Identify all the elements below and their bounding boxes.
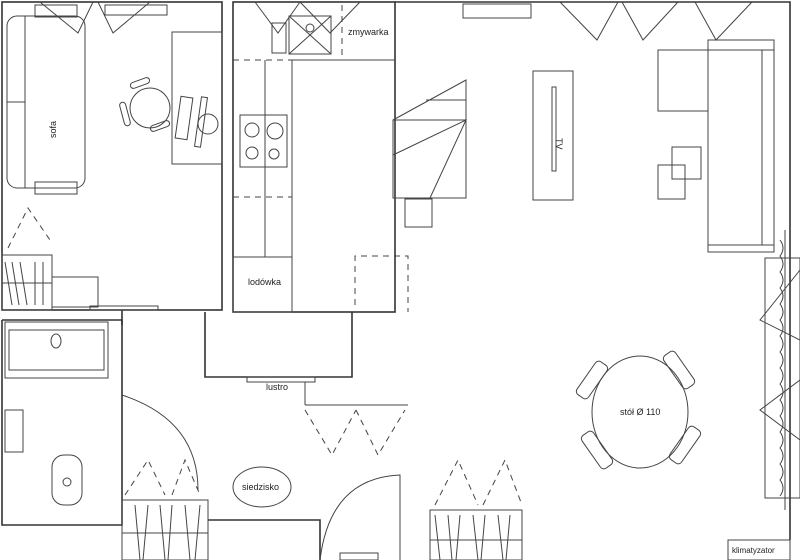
closet-doors — [304, 409, 406, 457]
radiator — [462, 3, 532, 19]
entrance-door — [319, 474, 401, 560]
tv-label: TV — [554, 138, 564, 150]
desk-chair — [119, 77, 171, 132]
mirror — [246, 376, 316, 383]
corner-sofa — [657, 39, 775, 253]
cooktop — [239, 114, 288, 168]
air-conditioner-label: klimatyzator — [732, 546, 775, 555]
tv-stand: TV — [532, 70, 574, 201]
fridge-label: lodówka — [248, 277, 281, 287]
air-conditioner: klimatyzator — [727, 539, 791, 560]
window-swing — [559, 1, 753, 41]
bathroom — [4, 321, 199, 506]
dishwasher-label: zmywarka — [348, 27, 389, 37]
window-swing — [39, 1, 151, 34]
wardrobe — [1, 207, 159, 311]
closet-left — [121, 458, 209, 560]
bed — [392, 79, 468, 228]
sofa-label: sofa — [48, 121, 58, 138]
radiator — [104, 4, 168, 16]
seat — [232, 466, 292, 508]
dining-table: stół Ø 110 — [575, 350, 702, 470]
curtain — [759, 230, 800, 510]
walls — [1, 1, 791, 540]
mirror-label: lustro — [266, 382, 288, 392]
closet-right — [429, 458, 523, 560]
sofa: sofa — [6, 4, 86, 195]
kitchen: zmywarka lodówka — [232, 1, 409, 313]
seat-label: siedzisko — [242, 482, 279, 492]
table-label: stół Ø 110 — [620, 407, 660, 417]
desk — [171, 31, 223, 165]
